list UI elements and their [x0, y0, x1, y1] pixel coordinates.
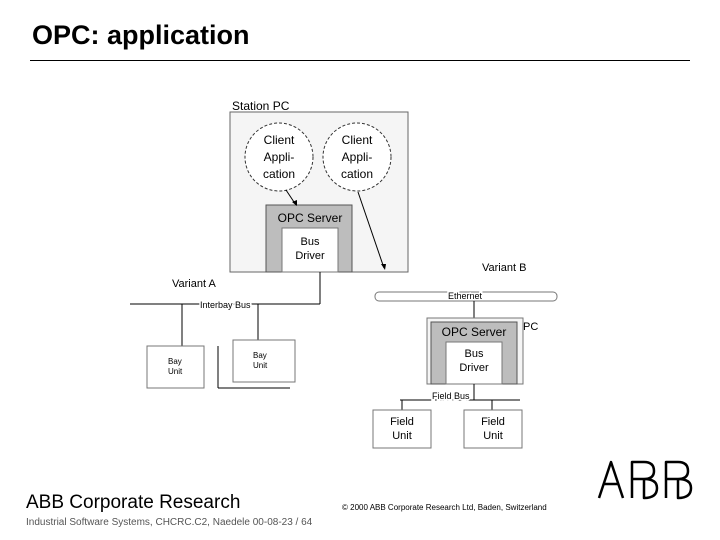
- title-rule: [30, 60, 690, 61]
- bus-driver-top-line2: Driver: [295, 250, 325, 262]
- opc-server-top-label: OPC Server: [278, 211, 343, 225]
- bay-unit-1-box: [146, 345, 205, 389]
- bus-driver-pc-line1: Bus: [465, 348, 484, 360]
- bus-driver-pc-box: [445, 341, 503, 385]
- client-app-1-line1: Client: [264, 133, 295, 147]
- bus-driver-top-line1: Bus: [301, 236, 320, 248]
- slide-title: OPC: application: [32, 20, 250, 50]
- arrowhead-client2: [381, 264, 386, 270]
- bay-unit-1-line1: Bay: [168, 357, 182, 366]
- client-app-2-line3: cation: [341, 167, 373, 181]
- station-pc-label: Station PC: [232, 99, 290, 113]
- field-unit-2-line2: Unit: [483, 430, 503, 442]
- bay-unit-2-box: [232, 339, 296, 383]
- field-unit-1-line1: Field: [390, 416, 414, 428]
- footer-organization: ABB Corporate Research: [26, 492, 241, 513]
- field-unit-1-line2: Unit: [392, 430, 412, 442]
- bay-unit-1-line2: Unit: [168, 367, 183, 376]
- client-app-2-circle: [322, 122, 392, 192]
- field-unit-2-box: [463, 409, 523, 449]
- footer-copyright: © 2000 ABB Corporate Research Ltd, Baden…: [342, 503, 547, 512]
- client-app-2-line1: Client: [342, 133, 373, 147]
- arrowhead-client1: [292, 200, 297, 206]
- client-app-2-line2: Appli-: [342, 150, 373, 164]
- field-unit-1-box: [372, 409, 432, 449]
- field-bus-label: Field Bus: [432, 391, 470, 401]
- bay-unit-2-line2: Unit: [253, 361, 268, 370]
- client-app-1-circle: [244, 122, 314, 192]
- arrow-client2-to-ethernet: [357, 191, 385, 269]
- ethernet-bar: [374, 291, 558, 302]
- pc-label: PC: [523, 321, 538, 333]
- opc-server-pc-label: OPC Server: [442, 325, 507, 339]
- bay-unit-2-line1: Bay: [253, 351, 267, 360]
- bus-driver-pc-line2: Driver: [459, 362, 489, 374]
- client-app-1-line2: Appli-: [264, 150, 295, 164]
- abb-logo: [597, 460, 693, 500]
- variant-a-label: Variant A: [172, 278, 216, 290]
- interbay-bus-label: Interbay Bus: [200, 300, 251, 310]
- footer-details: Industrial Software Systems, CHCRC.C2, N…: [26, 517, 313, 528]
- variant-b-label: Variant B: [482, 262, 526, 274]
- bus-driver-top-box: [281, 227, 339, 273]
- ethernet-label: Ethernet: [448, 291, 483, 301]
- client-app-1-line3: cation: [263, 167, 295, 181]
- field-unit-2-line1: Field: [481, 416, 505, 428]
